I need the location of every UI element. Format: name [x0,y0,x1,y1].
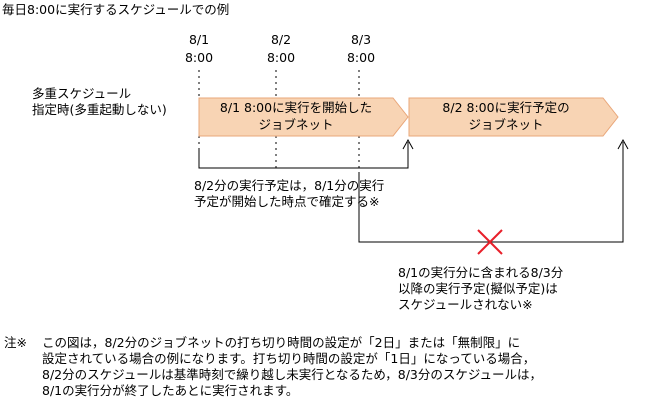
time-label-8-3: 8:00 [346,50,376,65]
footnote-mark: 注※ [4,335,27,350]
note-b-line1: 8/1の実行分に含まれる8/3分 [398,265,564,280]
connector-not-scheduled-arrowhead [617,138,629,150]
diagram-title: 毎日8:00に実行するスケジュールでの例 [2,2,230,17]
job1-label-line1: 8/1 8:00に実行を開始した [219,100,373,115]
connector-confirm [198,142,409,169]
job2-label-line1: 8/2 8:00に実行予定の [442,100,570,115]
time-label-8-1: 8:00 [184,50,214,65]
date-label-8-1: 8/1 [188,32,210,47]
job1-label-line2: ジョブネット [258,117,334,132]
date-label-8-2: 8/2 [270,32,292,47]
note-a-line2: 予定が開始した時点で確定する※ [194,194,380,209]
footnote-line2: 設定されている場合の例になります。打ち切り時間の設定が「1日」になっている場合， [42,351,536,366]
date-label-8-3: 8/3 [350,32,372,47]
row-label-line2: 指定時(多重起動しない) [32,102,167,117]
cross-icon-line-b [477,229,503,255]
row-label-line1: 多重スケジュール [32,86,132,101]
connector-confirm-arrowhead [402,138,414,150]
footnote-line3: 8/2分のスケジュールは基準時刻で繰り越し未実行となるため，8/3分のスケジュー… [42,367,542,382]
job2-arrow-shape [408,97,619,137]
note-b-line3: スケジュールされない※ [398,297,533,312]
note-b-line2: 以降の実行予定(擬似予定)は [398,281,558,296]
job2-label-line2: ジョブネット [468,117,544,132]
time-label-8-2: 8:00 [266,50,296,65]
connector-not-scheduled [358,142,624,243]
note-a-line1: 8/2分の実行予定は，8/1分の実行 [194,178,385,193]
job1-arrow-shape [198,97,409,137]
footnote-line1: この図は，8/2分のジョブネットの打ち切り時間の設定が「2日」または「無制限」に [42,335,521,350]
footnote-line4: 8/1の実行分が終了したあとに実行されます。 [42,383,299,398]
